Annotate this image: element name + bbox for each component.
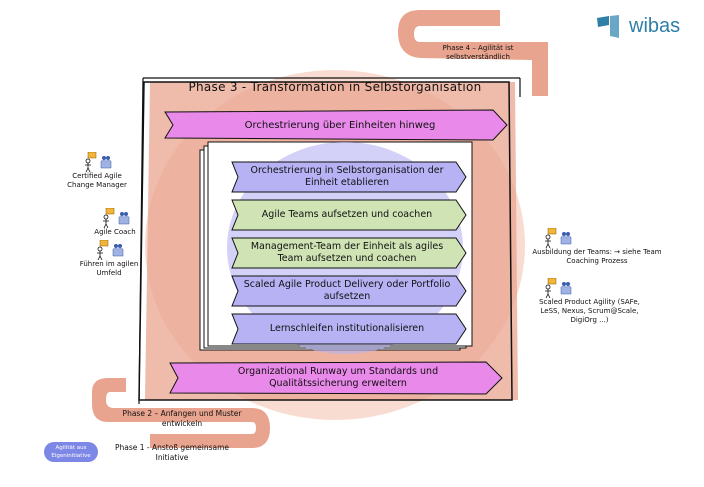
left-role-1-label: Certified Agile Change Manager — [67, 172, 127, 189]
step-5-shape — [231, 313, 467, 345]
left-role-3-people-icon — [97, 240, 124, 260]
wibas-logo-mark-icon — [597, 15, 619, 38]
step-3-shape — [231, 237, 467, 269]
phase1-tag: Agilität aus Eigeninitiative — [51, 445, 91, 459]
phase3-title: Phase 3 - Transformation in Selbstorgani… — [188, 80, 482, 94]
left-role-2-people-icon — [103, 208, 130, 228]
phase1-label: Phase 1 - Anstoß gemeinsame Initiative — [114, 443, 229, 462]
left-role-2: Agile Coach — [80, 208, 150, 237]
left-role-2-label: Agile Coach — [94, 228, 136, 236]
step-3-label: Management-Team der Einheit als agiles T… — [250, 241, 444, 264]
top-bar-label: Orchestrierung über Einheiten hinweg — [244, 119, 436, 131]
wibas-logo: wibas — [595, 14, 690, 42]
left-role-1: Certified Agile Change Manager — [62, 152, 132, 190]
right-role-1-label: Ausbildung der Teams: → siehe Team Coach… — [532, 248, 662, 265]
right-role-2: Scaled Product Agility (SAFe, LeSS, Nexu… — [532, 278, 647, 325]
step-1-shape — [231, 161, 467, 193]
wibas-logo-text: wibas — [629, 15, 681, 37]
step-2-shape — [231, 199, 467, 231]
phase2-label: Phase 2 – Anfangen und Muster entwickeln — [122, 409, 242, 428]
right-role-1: Ausbildung der Teams: → siehe Team Coach… — [532, 228, 662, 266]
step-4-label: Scaled Agile Product Delivery oder Portf… — [243, 279, 451, 302]
step-1-label: Orchestrierung in Selbstorganisation der… — [250, 165, 444, 188]
bottom-bar-shape — [169, 361, 503, 395]
step-4-shape — [231, 275, 467, 307]
bottom-bar-label: Organizational Runway um Standards und Q… — [237, 366, 439, 389]
top-bar-shape — [164, 109, 508, 141]
step-5-label: Lernschleifen institutionalisieren — [269, 323, 425, 334]
phase2-ribbon — [92, 378, 270, 448]
right-role-2-label: Scaled Product Agility (SAFe, LeSS, Nexu… — [539, 298, 640, 324]
phase4-label: Phase 4 – Agilität ist selbstverständlic… — [442, 44, 514, 61]
right-role-2-people-icon — [545, 278, 572, 298]
right-role-1-people-icon — [545, 228, 572, 248]
phase4-ribbon — [398, 10, 548, 96]
left-role-1-people-icon — [85, 152, 112, 172]
left-role-3-label: Führen im agilen Umfeld — [79, 260, 139, 277]
step-2-label: Agile Teams aufsetzen und coachen — [261, 209, 433, 220]
left-role-3: Führen im agilen Umfeld — [74, 240, 144, 278]
